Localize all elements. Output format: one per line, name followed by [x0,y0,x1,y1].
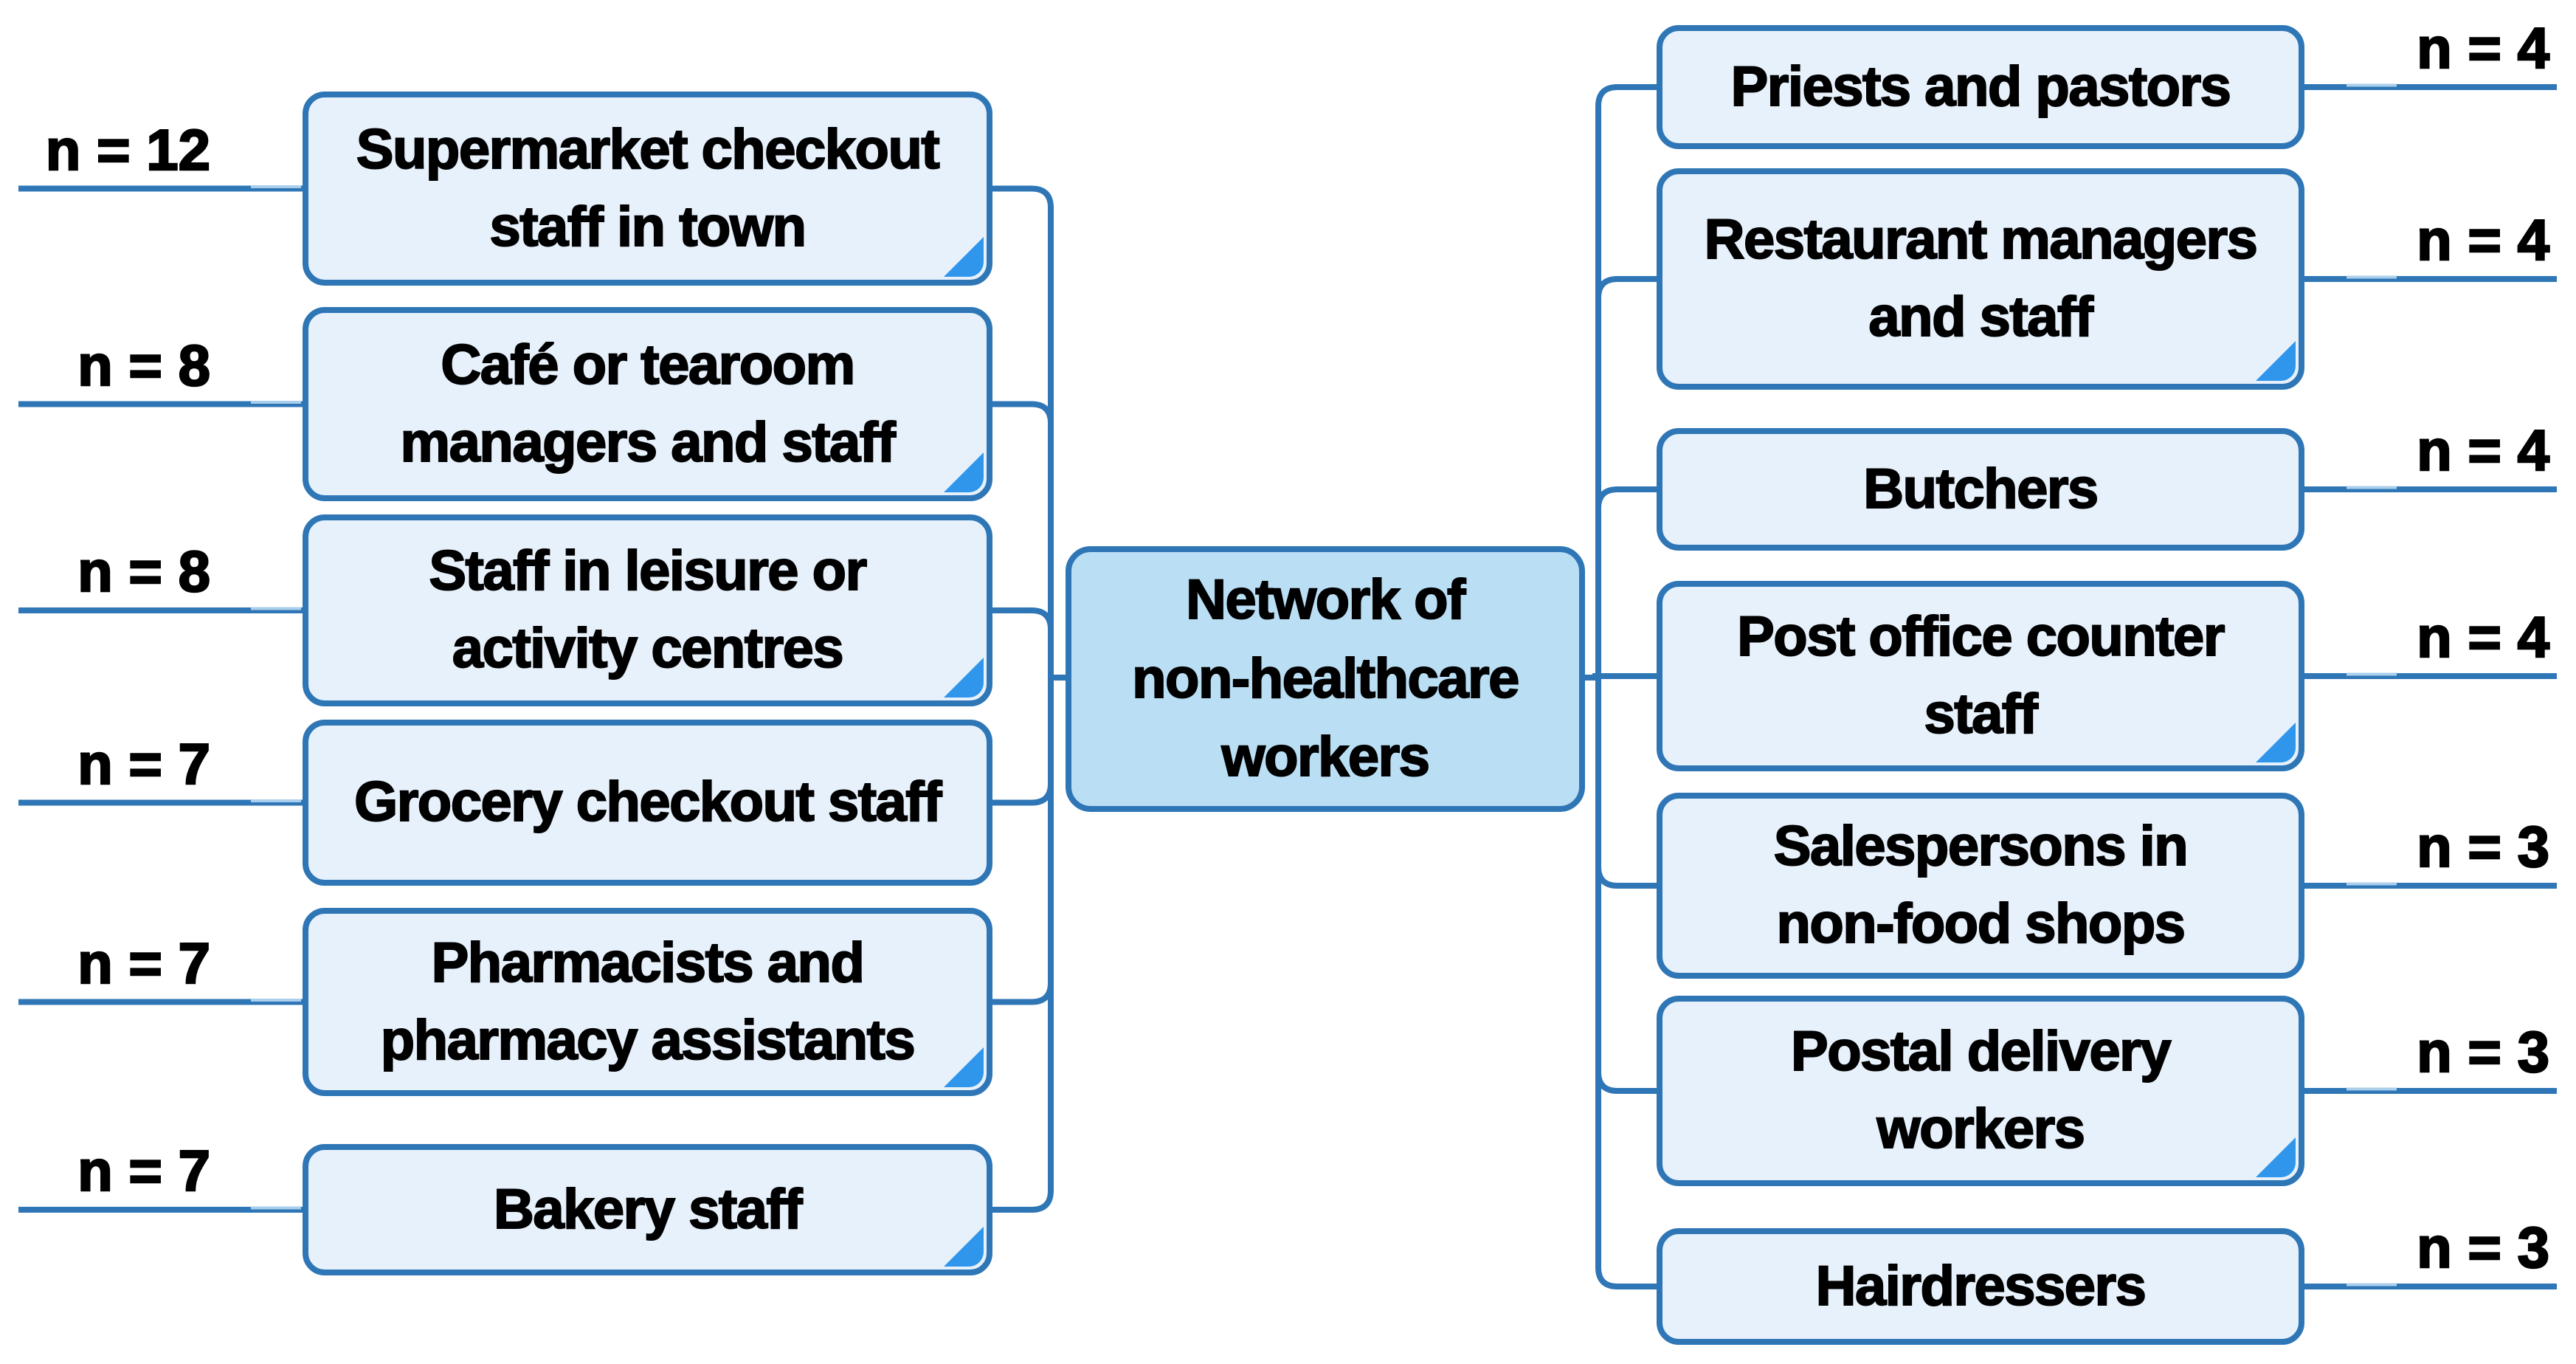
branch-line-grocery-checkout-staff [990,678,1054,806]
node-bakery-staff[interactable]: Bakery staff [303,1144,992,1275]
branch-line-hairdressers [1595,678,1660,1289]
node-label-line: and staff [1868,285,2094,349]
node-label-line: pharmacy assistants [380,1008,916,1072]
n-count-label-leisure-activity-centre-staff: n = 8 [77,539,211,604]
node-pharmacists-pharmacy-assistants[interactable]: Pharmacists and pharmacy assistants [303,908,992,1096]
node-label-line: staff in town [488,195,807,259]
n-count-label-pharmacists-pharmacy-assistants: n = 7 [77,930,211,996]
node-restaurant-managers-staff[interactable]: Restaurant managers and staff [1657,168,2304,390]
node-label-line: non-food shops [1775,892,2186,956]
node-label-line: Grocery checkout staff [353,770,942,834]
node-hairdressers[interactable]: Hairdressers [1657,1228,2304,1345]
node-salespersons-non-food-shops[interactable]: Salespersons in non-food shops [1657,793,2304,979]
collapse-corner-icon[interactable] [944,658,984,698]
n-count-label-hairdressers: n = 3 [2416,1215,2550,1280]
node-label-line: activity centres [452,616,845,681]
branch-line-bakery-staff [990,678,1054,1213]
branch-line-butchers [1595,486,1660,678]
collapse-corner-icon[interactable] [2256,341,2296,381]
node-label-line: Postal delivery [1790,1019,2172,1084]
node-grocery-checkout-staff[interactable]: Grocery checkout staff [303,720,992,886]
collapse-corner-icon[interactable] [944,237,984,277]
node-leisure-activity-centre-staff[interactable]: Staff in leisure or activity centres [303,514,992,706]
branch-line-priests-pastors [1595,84,1660,678]
node-butchers[interactable]: Butchers [1657,428,2304,551]
node-label-line: managers and staff [400,410,897,475]
node-priests-pastors[interactable]: Priests and pastors [1657,25,2304,149]
n-count-label-priests-pastors: n = 4 [2416,16,2550,80]
node-label-line: Supermarket checkout [356,117,941,182]
collapse-corner-icon[interactable] [2256,1137,2296,1177]
n-count-label-supermarket-checkout-staff: n = 12 [44,117,211,182]
node-label-line: Pharmacists and [431,931,866,995]
node-label-line: workers [1221,725,1432,789]
n-count-label-salespersons-non-food-shops: n = 3 [2416,814,2550,879]
collapse-corner-icon[interactable] [944,1047,984,1087]
branch-line-pharmacists-pharmacy-assistants [990,678,1054,1005]
node-label-line: staff [1924,682,2039,746]
node-central-topic[interactable]: Network of non-healthcare workers [1066,546,1585,812]
n-count-label-grocery-checkout-staff: n = 7 [77,731,211,796]
node-supermarket-checkout-staff[interactable]: Supermarket checkout staff in town [303,92,992,286]
branch-line-cafe-tearoom-managers-staff [990,401,1054,678]
node-postal-delivery-workers[interactable]: Postal delivery workers [1657,996,2304,1186]
n-count-label-restaurant-managers-staff: n = 4 [2416,207,2550,272]
branch-line-leisure-activity-centre-staff [990,607,1054,678]
node-label-line: Network of [1185,568,1466,632]
branch-line-salespersons-non-food-shops [1595,678,1660,889]
node-label-line: Butchers [1862,457,2099,521]
node-cafe-tearoom-managers-staff[interactable]: Café or tearoom managers and staff [303,307,992,501]
node-post-office-counter-staff[interactable]: Post office counter staff [1657,581,2304,771]
collapse-corner-icon[interactable] [944,1227,984,1267]
node-label-line: Restaurant managers [1704,207,2259,272]
node-label-line: non-healthcare [1131,647,1520,711]
node-label-line: Café or tearoom [440,333,856,397]
n-count-label-post-office-counter-staff: n = 4 [2416,604,2550,669]
node-label-line: Salespersons in [1773,814,2189,878]
collapse-corner-icon[interactable] [944,452,984,492]
n-count-label-cafe-tearoom-managers-staff: n = 8 [77,332,211,398]
n-count-label-bakery-staff: n = 7 [77,1138,211,1203]
branch-line-supermarket-checkout-staff [990,185,1054,678]
node-label-line: Hairdressers [1815,1254,2147,1318]
branch-line-restaurant-managers-staff [1595,276,1660,678]
node-label-line: Bakery staff [493,1177,804,1241]
collapse-corner-icon[interactable] [2256,723,2296,762]
n-count-label-postal-delivery-workers: n = 3 [2416,1019,2550,1084]
node-label-line: workers [1876,1097,2087,1161]
node-label-line: Priests and pastors [1730,55,2232,119]
n-count-label-butchers: n = 4 [2416,418,2550,483]
node-label-line: Post office counter [1736,604,2225,669]
node-label-line: Staff in leisure or [428,539,868,603]
